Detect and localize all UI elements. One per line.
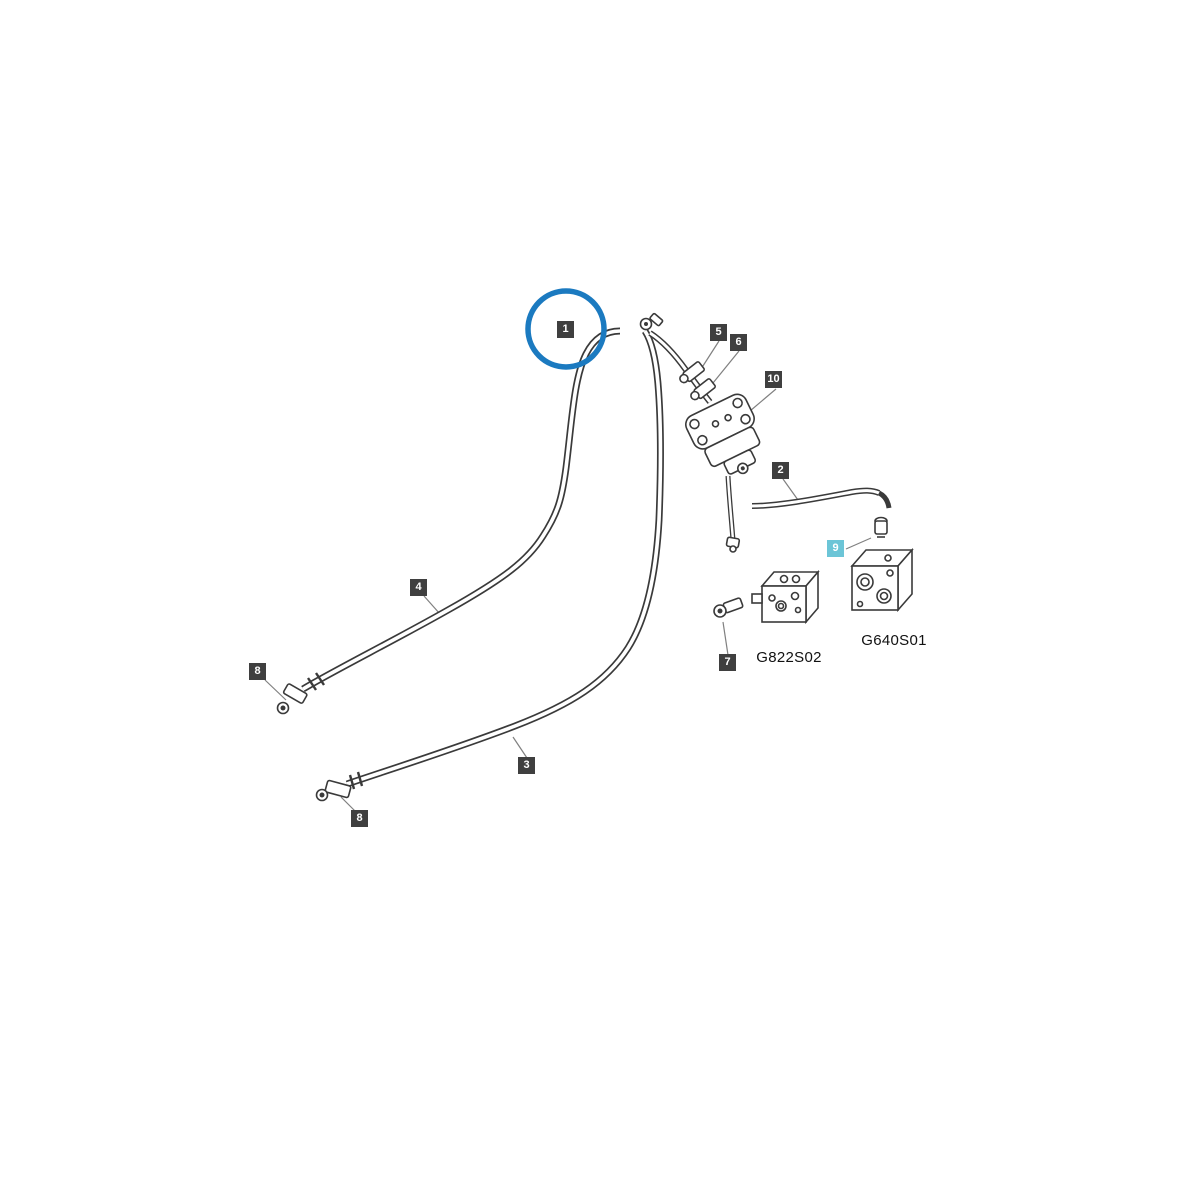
callout-7: 7 xyxy=(719,654,736,671)
callout-8-lower: 8 xyxy=(351,810,368,827)
callout-1: 1 xyxy=(557,321,574,338)
callout-9: 9 xyxy=(827,540,844,557)
fitting-8-upper xyxy=(276,672,325,715)
steering-unit xyxy=(685,393,761,553)
hose-4 xyxy=(303,331,620,689)
steering-unit-outlet-line xyxy=(728,476,733,540)
fitting-5 xyxy=(679,361,705,384)
fitting-6 xyxy=(690,378,716,401)
hose-3 xyxy=(347,331,660,784)
part-label-g822s02: G822S02 xyxy=(756,649,822,666)
fitting-7 xyxy=(713,597,744,618)
callout-2: 2 xyxy=(772,462,789,479)
callout-6: 6 xyxy=(730,334,747,351)
banjo-fitting xyxy=(639,312,664,331)
callout-4: 4 xyxy=(410,579,427,596)
valve-block-g822s02 xyxy=(751,569,820,625)
fitting-8-lower xyxy=(315,771,364,802)
part-label-g640s01: G640S01 xyxy=(861,632,927,649)
valve-block-g640s01 xyxy=(850,547,914,613)
fitting-9 xyxy=(874,516,888,538)
highlight-circle xyxy=(525,288,607,370)
callout-8-upper: 8 xyxy=(249,663,266,680)
callout-5: 5 xyxy=(710,324,727,341)
callout-10: 10 xyxy=(765,371,782,388)
callout-3: 3 xyxy=(518,757,535,774)
hose-2 xyxy=(752,491,892,508)
leader-lines xyxy=(264,340,872,812)
